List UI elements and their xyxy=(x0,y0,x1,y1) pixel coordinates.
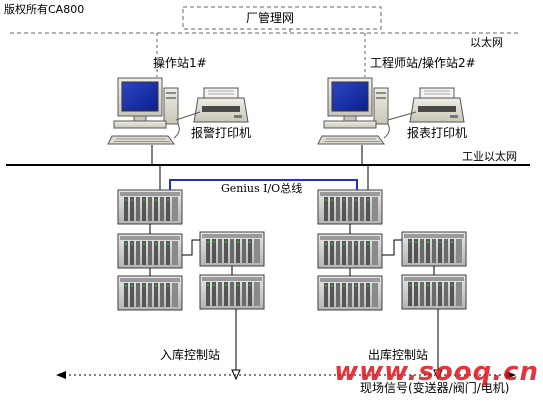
outbound-station-label: 出库控制站 xyxy=(368,348,429,362)
field-signal-label: 现场信号(变送器/阀门/电机) xyxy=(360,381,510,395)
plant-network-label: 厂管理网 xyxy=(246,11,295,25)
genius-io-bus xyxy=(169,179,358,190)
plant-network-box xyxy=(10,6,521,77)
station2-label: 工程师站/操作站2# xyxy=(370,56,476,70)
report-printer-icon xyxy=(409,87,465,123)
watermark: www.sooq.cn xyxy=(334,357,539,387)
station1-label: 操作站1# xyxy=(153,56,207,70)
copyright-label: 版权所有CA800 xyxy=(4,3,85,16)
field-signal-line xyxy=(56,371,516,379)
alarm-printer-icon xyxy=(193,87,249,123)
report-printer-label: 报表打印机 xyxy=(407,126,468,140)
operator-station-1-computer xyxy=(107,77,180,145)
industrial-ethernet-label: 工业以太网 xyxy=(462,150,517,163)
engineer-station-2-computer xyxy=(317,77,390,145)
inbound-control-station xyxy=(117,189,265,381)
inbound-station-label: 入库控制站 xyxy=(160,348,221,362)
ethernet-label: 以太网 xyxy=(470,36,503,49)
genius-bus-label: Genius I/O总线 xyxy=(221,182,303,195)
alarm-printer-label: 报警打印机 xyxy=(191,126,252,140)
